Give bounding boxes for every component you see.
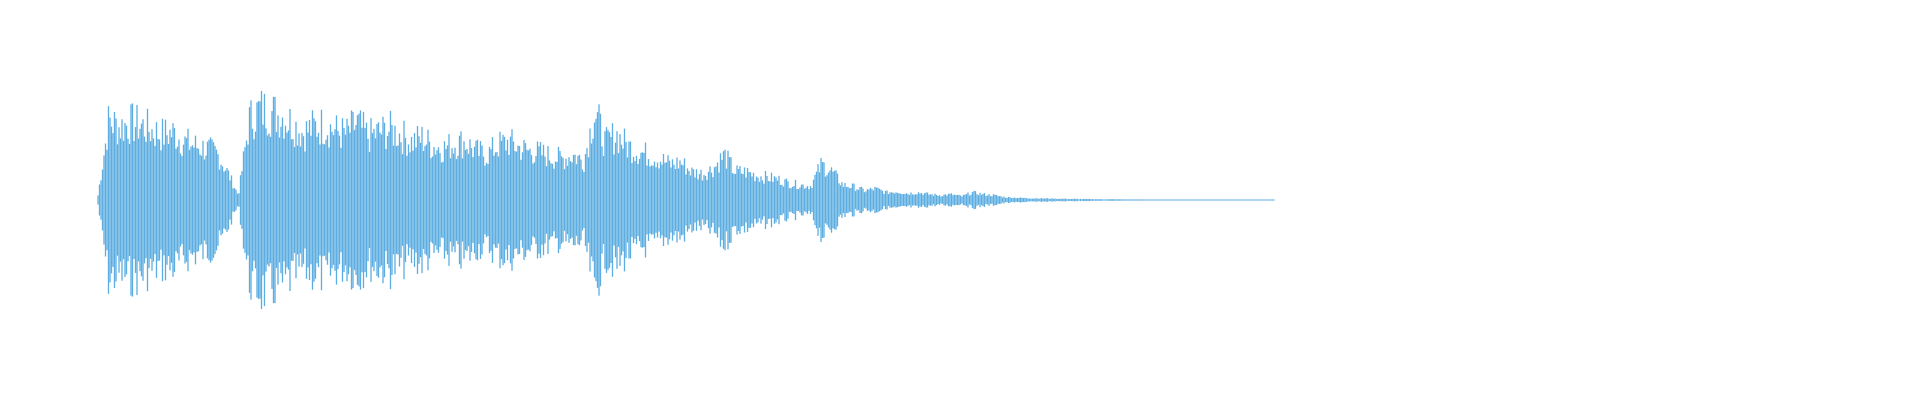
waveform-bars bbox=[97, 90, 1275, 310]
